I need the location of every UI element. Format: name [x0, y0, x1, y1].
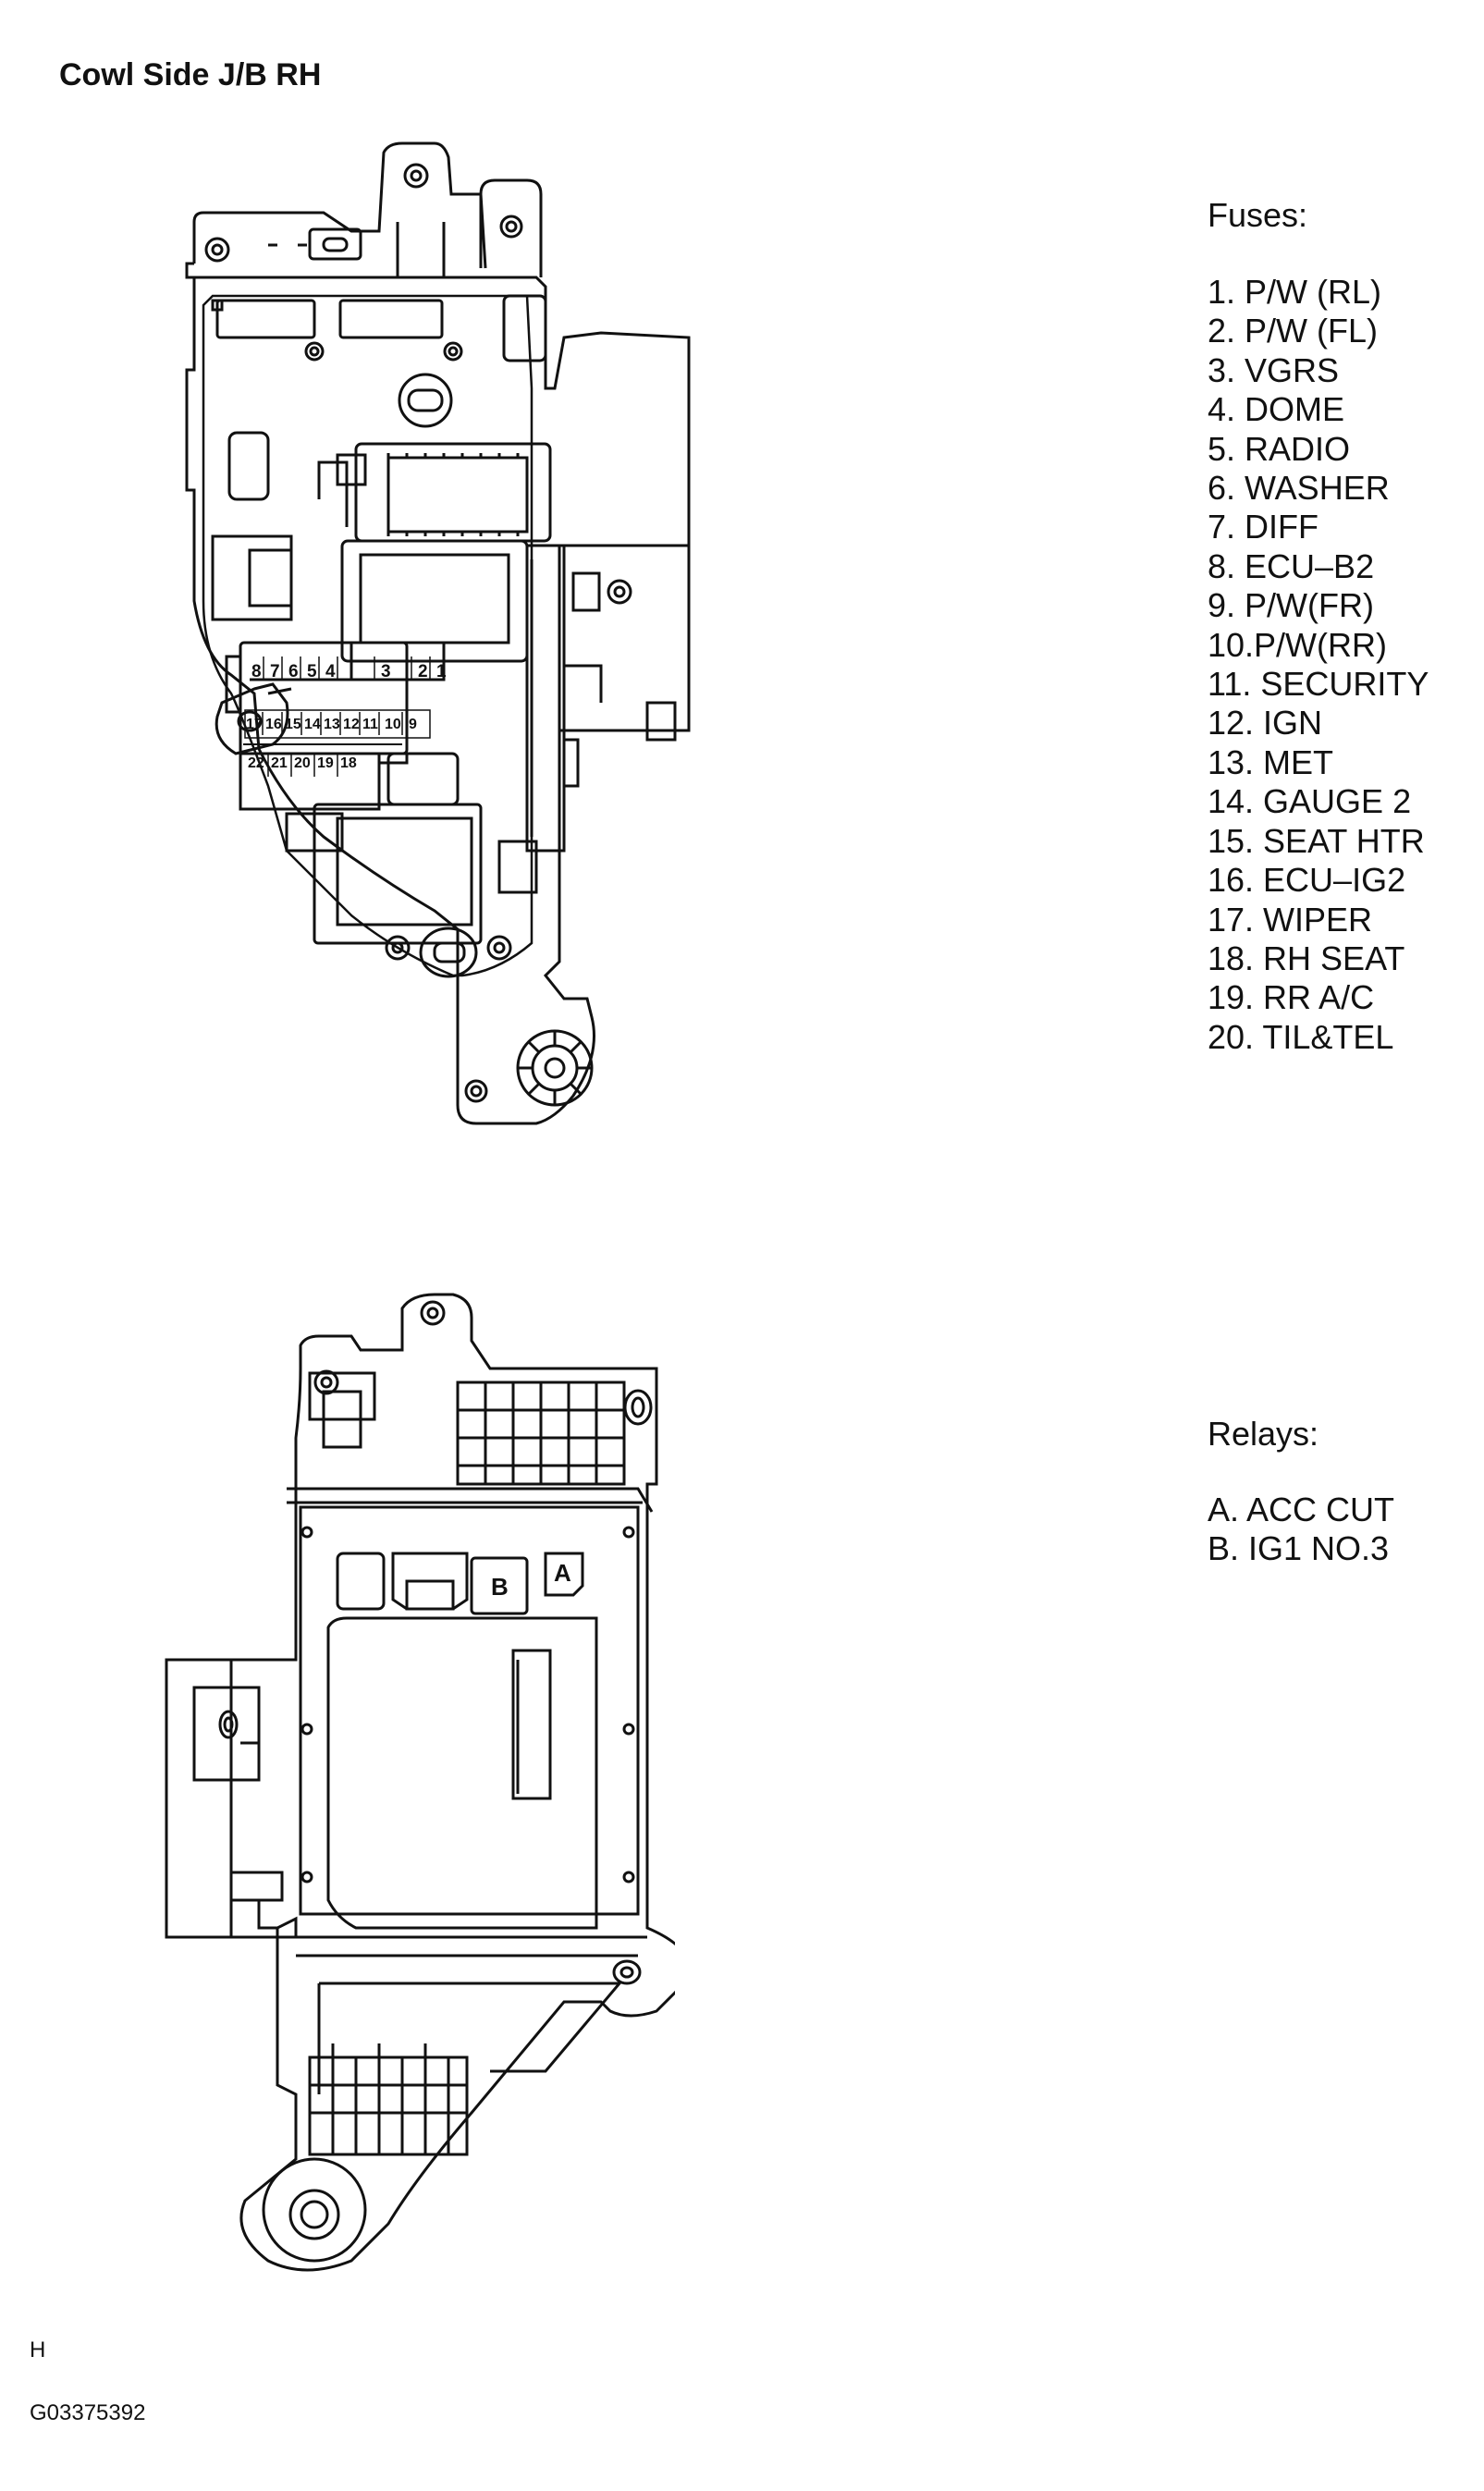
fuse-item: 20. TIL&TEL: [1208, 1017, 1394, 1056]
fuse-item: 10.P/W(RR): [1208, 625, 1388, 664]
fuse-item: 5. RADIO: [1208, 429, 1351, 468]
relay-list: A. ACC CUT B. IG1 NO.3: [1208, 1491, 1394, 1569]
fuse-number-label: 6: [288, 662, 299, 681]
fuse-number-label: 10: [385, 717, 401, 732]
fuse-item: 2. P/W (FL): [1208, 312, 1379, 350]
relay-item: B. IG1 NO.3: [1208, 1529, 1390, 1568]
fuse-item: 1. P/W (RL): [1208, 273, 1382, 311]
footer-letter: H: [30, 2338, 46, 2362]
fuse-item: 14. GAUGE 2: [1208, 782, 1412, 821]
relays-heading: Relays:: [1208, 1415, 1319, 1453]
fuse-number-label: 20: [294, 755, 311, 771]
fuse-number-label: 11: [362, 717, 378, 732]
fuse-number-label: 8: [251, 662, 262, 681]
fuse-number-label: 9: [409, 717, 417, 732]
fuse-item: 7. DIFF: [1208, 508, 1319, 546]
fuse-number-label: 1: [436, 662, 447, 681]
fuse-item: 8. ECU–B2: [1208, 546, 1375, 585]
fuse-number-label: 15: [285, 717, 301, 732]
fuse-number-label: 16: [265, 717, 282, 732]
fuse-number-label: 21: [271, 755, 288, 771]
fuse-item: 4. DOME: [1208, 390, 1345, 429]
figure-code: G03375392: [30, 2400, 146, 2425]
fuse-item: 3. VGRS: [1208, 350, 1340, 389]
fuse-item: 11. SECURITY: [1208, 665, 1429, 704]
fuse-number-label: 3: [381, 662, 391, 681]
fuse-item: 9. P/W(FR): [1208, 586, 1374, 625]
fuse-number-label: 14: [304, 717, 321, 732]
fuse-number-label: 18: [340, 755, 357, 771]
relay-item: A. ACC CUT: [1208, 1491, 1395, 1528]
fuse-list: 1. P/W (RL) 2. P/W (FL) 3. VGRS 4. DOME …: [1208, 273, 1429, 1057]
fuse-number-label: 13: [324, 717, 340, 732]
fuse-item: 6. WASHER: [1208, 469, 1390, 508]
fuse-item: 18. RH SEAT: [1208, 939, 1405, 977]
fuse-item: 12. IGN: [1208, 704, 1323, 742]
fuse-number-label: 19: [317, 755, 334, 771]
fuse-number-label: 12: [343, 717, 360, 732]
fuse-item: 17. WIPER: [1208, 900, 1373, 939]
fuse-number-label: 2: [418, 662, 428, 681]
fuse-number-label: 22: [248, 755, 264, 771]
relay-label-a: A: [554, 1559, 571, 1587]
fuse-number-label: 7: [270, 662, 280, 681]
relay-label-b: B: [491, 1573, 509, 1601]
fuse-item: 13. MET: [1208, 742, 1334, 781]
junction-block-bottom-view: B A: [165, 1293, 675, 2272]
page-title: Cowl Side J/B RH: [59, 57, 322, 92]
fuse-number-label: 4: [325, 662, 336, 681]
fuse-item: 19. RR A/C: [1208, 978, 1375, 1017]
junction-block-top-view: 8 7 6 5 4 3 2 1 17 16 15 14 13 12 11 10 …: [185, 141, 691, 1125]
fuse-number-label: 5: [307, 662, 317, 681]
fuse-item: 15. SEAT HTR: [1208, 821, 1425, 860]
fuse-item: 16. ECU–IG2: [1208, 861, 1406, 900]
fuses-heading: Fuses:: [1208, 196, 1308, 234]
